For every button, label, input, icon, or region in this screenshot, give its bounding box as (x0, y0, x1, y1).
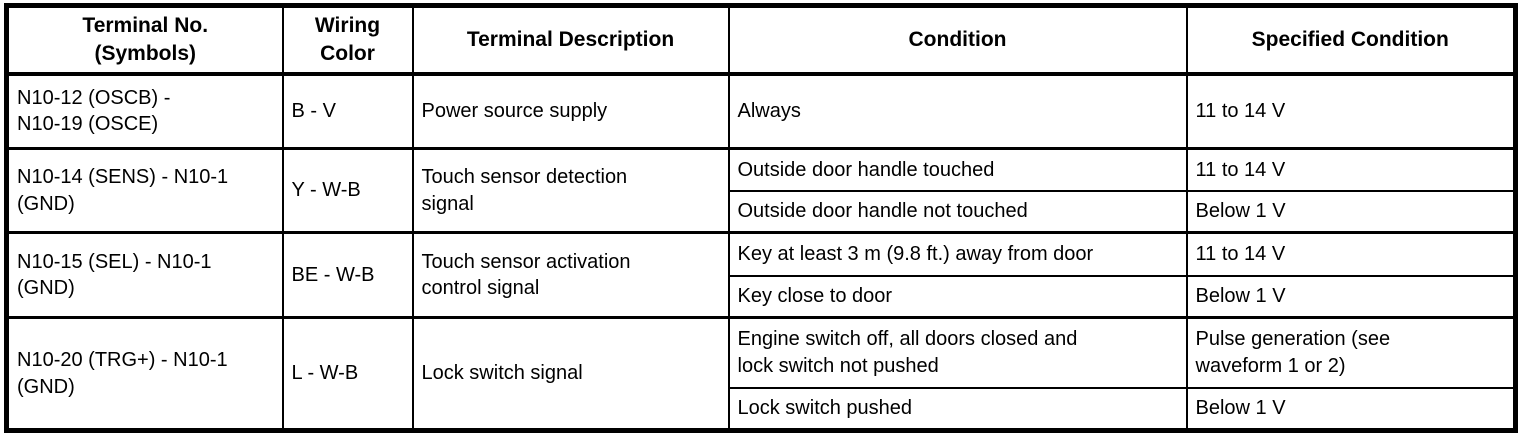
cell-description: Power source supply (411, 72, 730, 150)
table-subrow: Outside door handle not touched Below 1 … (7, 189, 1517, 234)
table-row: N10-20 (TRG+) - N10-1 (GND) L - W-B Lock… (5, 316, 1517, 432)
cell-specified-condition: Pulse generation (see waveform 1 or 2) (1185, 316, 1517, 389)
cell-wiring-color: BE - W-B (281, 231, 414, 319)
table-row: N10-12 (OSCB) - N10-19 (OSCE) B - V Powe… (5, 72, 1517, 150)
cell-wiring-color: Y - W-B (281, 147, 414, 234)
table-header-row: Terminal No. (Symbols) Wiring Color Term… (5, 4, 1517, 76)
cell-condition: Key close to door (727, 274, 1188, 319)
cell-specified-condition: Below 1 V (1185, 274, 1517, 319)
table-row: N10-14 (SENS) - N10-1 (GND) Y - W-B Touc… (5, 147, 1517, 234)
terminal-spec-table: Terminal No. (Symbols) Wiring Color Term… (4, 3, 1518, 433)
header-specified-condition: Specified Condition (1185, 4, 1517, 76)
cell-terminal: N10-15 (SEL) - N10-1 (GND) (5, 231, 284, 319)
cell-condition: Always (727, 72, 1188, 150)
table-subrow: Lock switch pushed Below 1 V (7, 386, 1517, 432)
cell-terminal: N10-12 (OSCB) - N10-19 (OSCE) (5, 72, 284, 150)
cell-wiring-color: L - W-B (281, 316, 414, 432)
header-condition: Condition (727, 4, 1188, 76)
cell-specified-condition: Below 1 V (1185, 386, 1517, 432)
cell-specified-condition: 11 to 14 V (1185, 231, 1517, 277)
cell-description: Touch sensor detection signal (411, 147, 730, 234)
header-wiring-color: Wiring Color (281, 4, 414, 76)
cell-specified-condition: 11 to 14 V (1185, 72, 1517, 150)
cell-description: Lock switch signal (411, 316, 730, 432)
cell-terminal: N10-14 (SENS) - N10-1 (GND) (5, 147, 284, 234)
cell-specified-condition: 11 to 14 V (1185, 147, 1517, 192)
cell-description: Touch sensor activation control signal (411, 231, 730, 319)
cell-condition: Lock switch pushed (727, 386, 1188, 432)
cell-specified-condition: Below 1 V (1185, 189, 1517, 234)
cell-terminal: N10-20 (TRG+) - N10-1 (GND) (5, 316, 284, 432)
header-terminal-description: Terminal Description (411, 4, 730, 76)
cell-condition: Outside door handle not touched (727, 189, 1188, 234)
header-terminal-no: Terminal No. (Symbols) (5, 4, 284, 76)
table-row: N10-15 (SEL) - N10-1 (GND) BE - W-B Touc… (5, 231, 1517, 319)
cell-condition: Key at least 3 m (9.8 ft.) away from doo… (727, 231, 1188, 277)
cell-condition: Outside door handle touched (727, 147, 1188, 192)
cell-wiring-color: B - V (281, 72, 414, 150)
table-subrow: Key close to door Below 1 V (7, 274, 1517, 319)
cell-condition: Engine switch off, all doors closed and … (727, 316, 1188, 389)
